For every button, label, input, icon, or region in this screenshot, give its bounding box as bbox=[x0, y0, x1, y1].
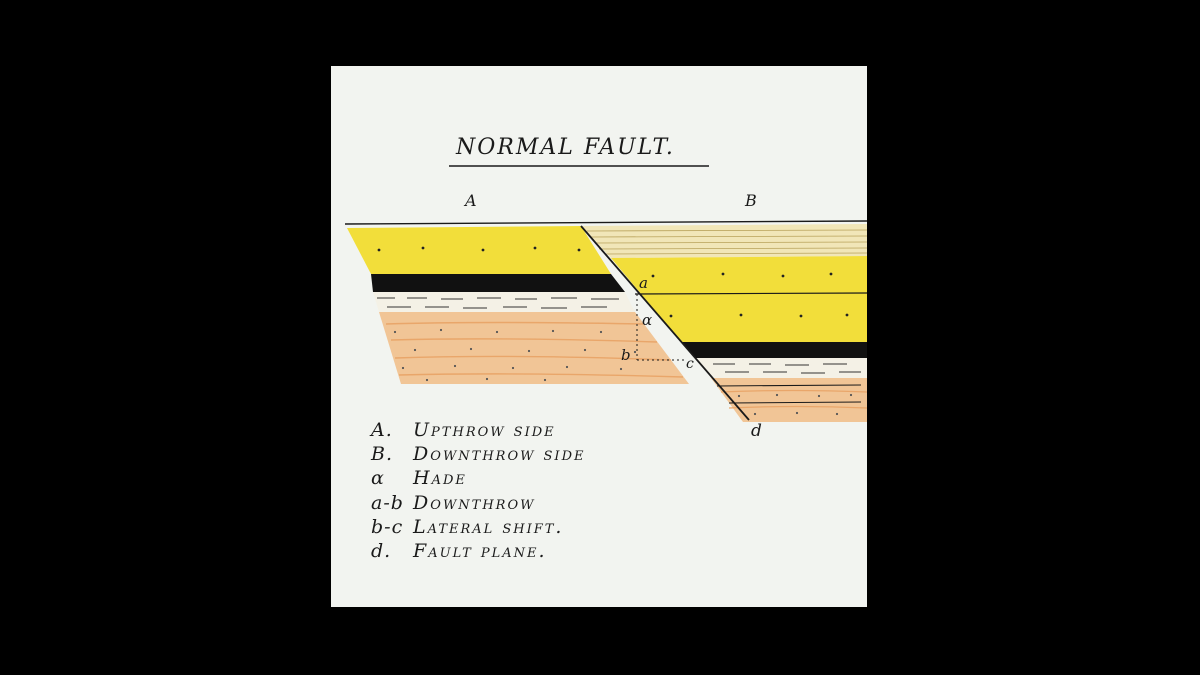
upthrow-marl-dots bbox=[393, 328, 637, 382]
downthrow-shale-bed bbox=[695, 358, 867, 378]
legend-item: b-c Lateral shift. bbox=[371, 515, 771, 539]
point-label-d: d bbox=[751, 421, 762, 441]
fault-diagram: NORMAL FAULT. A B bbox=[344, 135, 867, 441]
legend-item: d. Fault plane. bbox=[371, 539, 771, 563]
legend-item: a-b Downthrow bbox=[371, 491, 771, 515]
legend-key: d. bbox=[371, 540, 392, 563]
ground-surface bbox=[344, 220, 867, 225]
upthrow-marl-bed bbox=[379, 312, 689, 384]
upthrow-coal-seam bbox=[371, 274, 625, 292]
downthrow-sandstone-bed bbox=[611, 256, 867, 342]
point-label-b: b bbox=[621, 346, 631, 364]
legend-key: a-b bbox=[371, 491, 404, 514]
diagram-title: NORMAL FAULT. bbox=[455, 135, 675, 160]
downthrow-marl-dots bbox=[737, 393, 853, 416]
legend-text: Fault plane. bbox=[413, 540, 547, 563]
legend: A. Upthrow side B. Downthrow side α Hade… bbox=[371, 418, 771, 563]
upthrow-sandstone-dots bbox=[377, 246, 581, 252]
downthrow-pale-hatching bbox=[586, 229, 867, 255]
legend-key: α bbox=[371, 467, 385, 490]
downthrow-coal-seam bbox=[681, 342, 867, 358]
point-label-alpha: α bbox=[642, 311, 652, 329]
legend-key: B. bbox=[371, 443, 394, 466]
point-label-c: c bbox=[686, 356, 694, 372]
legend-key: A. bbox=[371, 419, 393, 441]
downthrow-shale-dashes bbox=[713, 363, 861, 374]
downthrow-pale-bed bbox=[581, 224, 867, 258]
side-label-b: B bbox=[744, 191, 757, 210]
point-label-a: a bbox=[639, 274, 648, 292]
legend-text: Downthrow side bbox=[413, 443, 586, 466]
legend-text: Lateral shift. bbox=[413, 515, 564, 538]
upthrow-sandstone-bed bbox=[347, 226, 611, 274]
legend-item: α Hade bbox=[371, 466, 771, 490]
legend-text: Upthrow side bbox=[413, 419, 556, 441]
downthrow-marl-streaks bbox=[720, 389, 867, 409]
downthrow-marl-mid-line bbox=[728, 401, 862, 404]
legend-key: b-c bbox=[371, 515, 404, 538]
downthrow-marl-bed bbox=[711, 378, 867, 422]
legend-text: Downthrow bbox=[413, 491, 536, 514]
fault-plane-line bbox=[580, 225, 750, 421]
legend-item: B. Downthrow side bbox=[371, 442, 771, 466]
downthrow-marl-top-line bbox=[716, 384, 862, 387]
upthrow-shale-dashes bbox=[377, 297, 619, 309]
upthrow-marl-streaks bbox=[385, 321, 684, 378]
downthrow-sandstone-dots bbox=[651, 272, 849, 318]
downthrow-bedding-line bbox=[634, 292, 867, 295]
lantern-slide: NORMAL FAULT. A B bbox=[331, 66, 867, 607]
side-label-a: A bbox=[463, 191, 477, 210]
legend-text: Hade bbox=[413, 467, 467, 490]
legend-item: A. Upthrow side bbox=[371, 418, 771, 442]
upthrow-shale-bed bbox=[373, 292, 635, 312]
